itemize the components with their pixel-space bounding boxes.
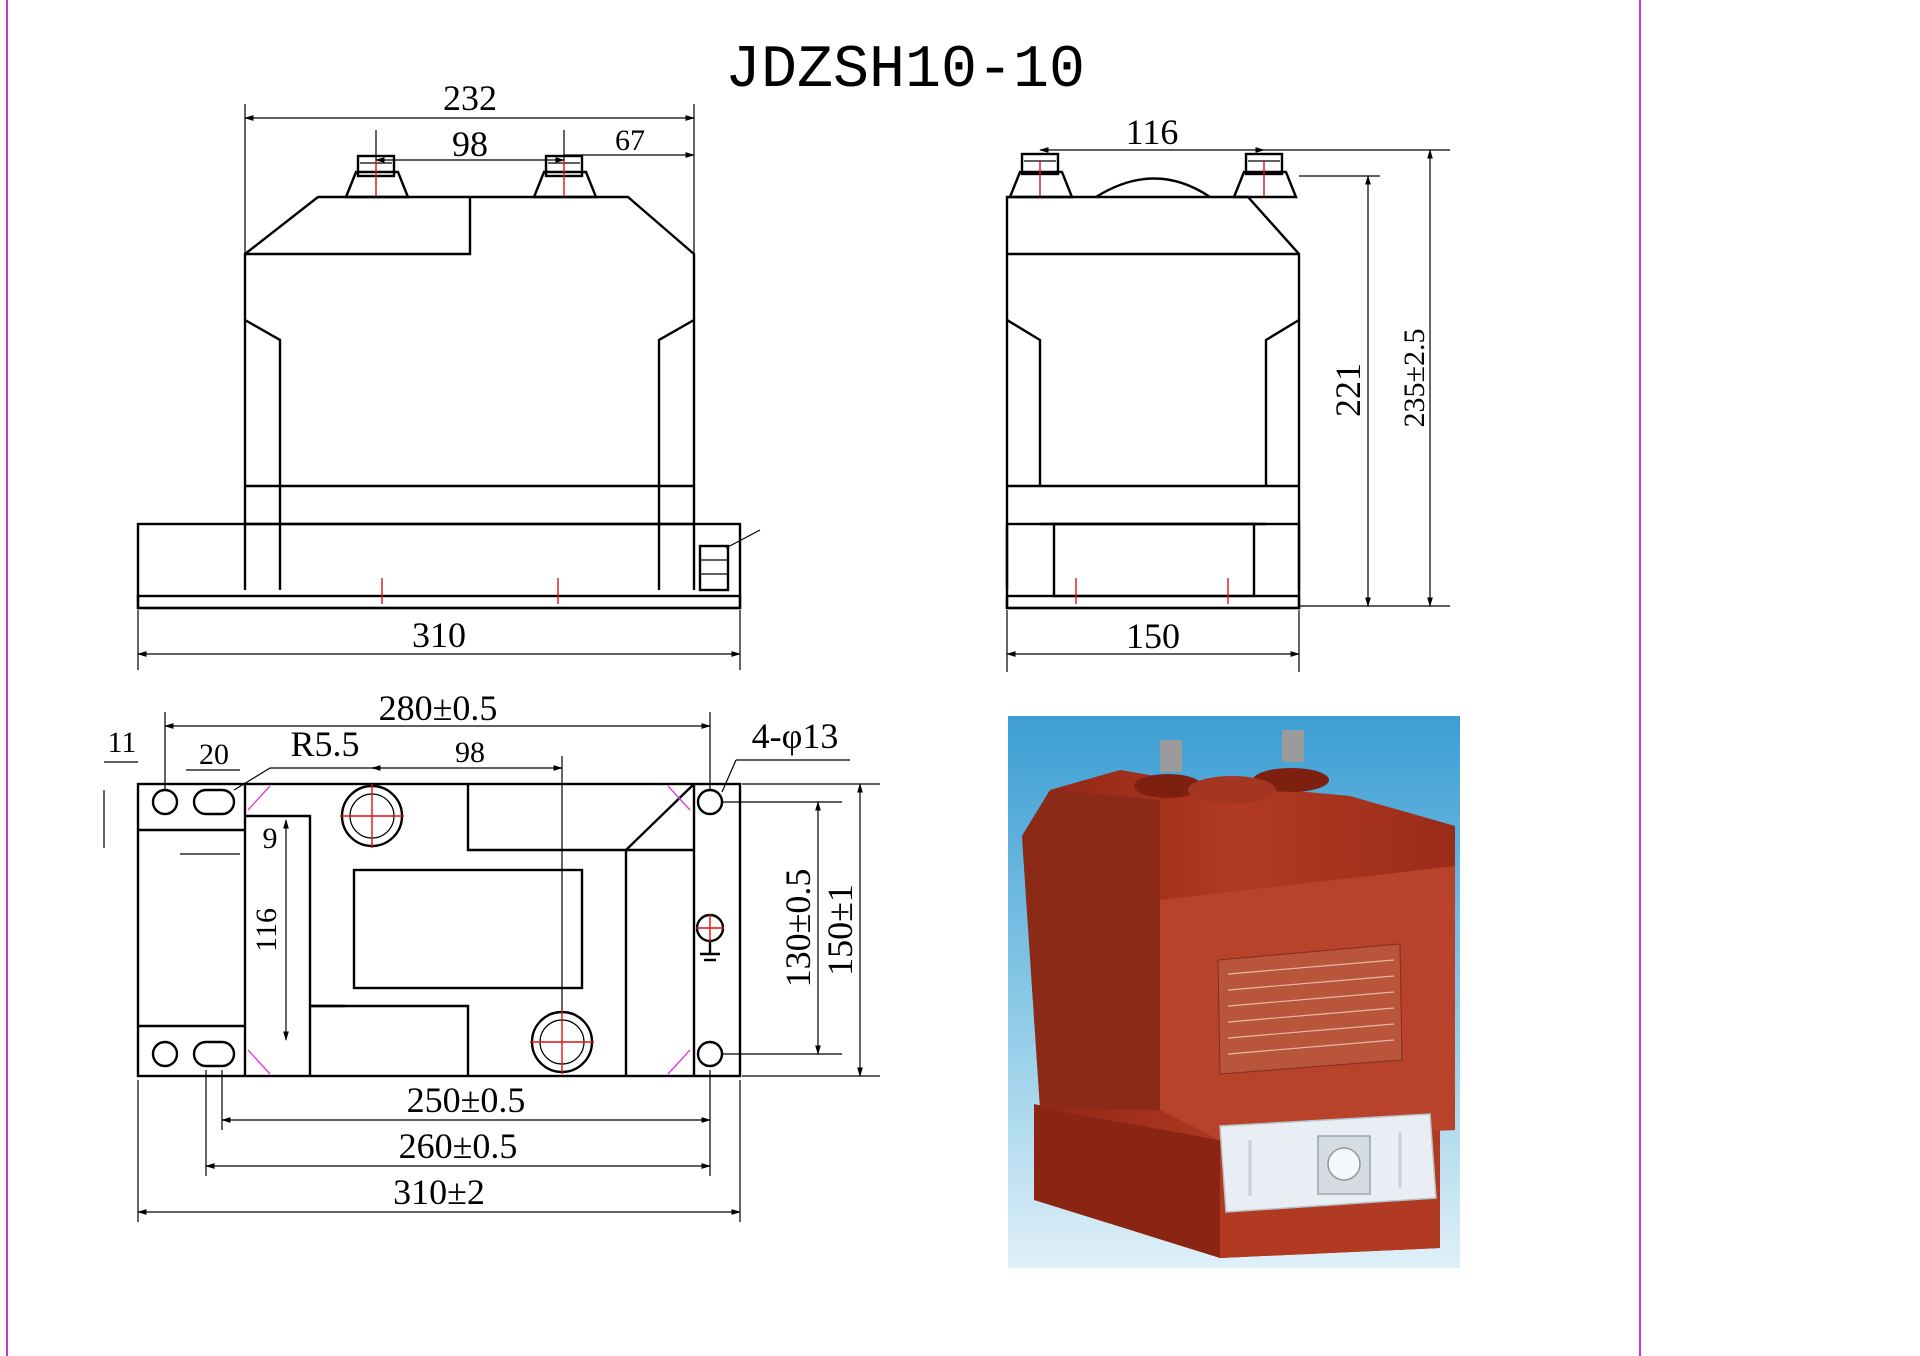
side-dim-116: 116 [1126,112,1179,152]
front-dim-310: 310 [412,615,466,655]
product-photo [1008,716,1460,1268]
plan-dim-130: 130±0.5 [778,869,818,988]
plan-dim-r55: R5.5 [290,724,359,764]
plan-dim-11: 11 [108,726,137,759]
plan-dim-4-phi13: 4-φ13 [752,716,839,756]
front-view: 232 98 67 310 [136,78,761,670]
plan-dim-20: 20 [199,738,229,771]
plan-view: 280±0.5 4-φ13 11 20 R5.5 98 9 116 130±0.… [103,688,880,1222]
front-dim-232: 232 [443,78,497,118]
drawing-title: JDZSH10-10 [725,37,1085,105]
front-dim-98: 98 [452,124,488,164]
plan-dim-280: 280±0.5 [379,688,498,728]
plan-dim-116: 116 [250,908,283,952]
plan-dim-98: 98 [455,736,485,769]
plan-dim-150: 150±1 [820,884,860,976]
plan-dim-260: 260±0.5 [399,1126,518,1166]
side-dim-221: 221 [1328,363,1368,417]
plan-dim-250: 250±0.5 [407,1080,526,1120]
front-dim-67: 67 [615,124,645,157]
side-dim-235: 235±2.5 [1398,329,1431,428]
side-dim-150: 150 [1126,616,1180,656]
plan-dim-310: 310±2 [393,1172,485,1212]
plan-dim-9: 9 [263,822,278,855]
side-view: 116 221 235±2.5 150 [1005,112,1450,672]
